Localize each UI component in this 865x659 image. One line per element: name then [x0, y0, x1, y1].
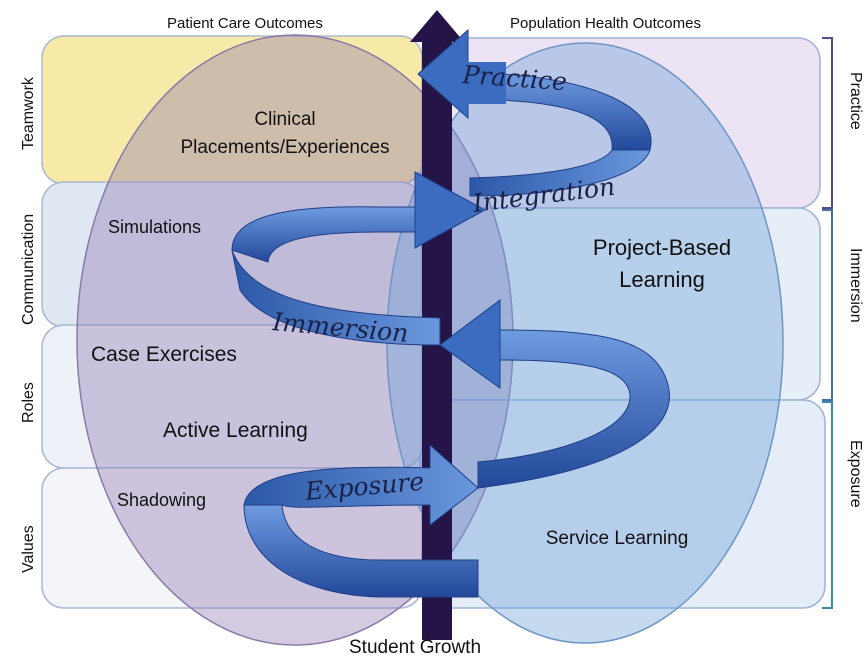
stage-label-exposure: Exposure — [847, 440, 864, 508]
bracket-practice — [822, 37, 833, 209]
bracket-immersion — [822, 209, 833, 401]
row-label-teamwork: Teamwork — [20, 76, 37, 150]
activity-simulations: Simulations — [108, 217, 201, 237]
spiral-right-loop-lower — [477, 329, 670, 489]
activity-clinical-line1: Clinical — [254, 109, 315, 130]
activity-project-line1: Project-Based — [593, 235, 731, 260]
footer-student-growth: Student Growth — [349, 637, 481, 658]
row-label-roles: Roles — [20, 382, 37, 423]
spiral-bottom-tail — [243, 504, 479, 598]
activity-active-learning: Active Learning — [163, 419, 308, 442]
header-population-health: Population Health Outcomes — [510, 15, 701, 32]
student-growth-arrow-head — [410, 10, 464, 42]
spiral-immersion-arrowhead — [439, 299, 501, 389]
activity-case-exercises: Case Exercises — [91, 343, 237, 366]
row-label-values: Values — [20, 525, 37, 573]
stage-label-practice: Practice — [847, 72, 864, 130]
activity-shadowing: Shadowing — [117, 490, 206, 510]
spiral-exposure-segment — [243, 443, 479, 527]
header-patient-care: Patient Care Outcomes — [167, 15, 323, 32]
spiral-integration-arrowhead — [414, 171, 487, 249]
spiral-practice-neck — [466, 62, 506, 104]
row-label-communication: Communication — [20, 214, 37, 325]
bracket-exposure — [822, 401, 833, 609]
activity-project-line2: Learning — [619, 267, 705, 292]
stage-label-immersion: Immersion — [847, 248, 864, 323]
activity-service-learning: Service Learning — [546, 528, 689, 549]
activity-clinical-line2: Placements/Experiences — [180, 137, 389, 158]
